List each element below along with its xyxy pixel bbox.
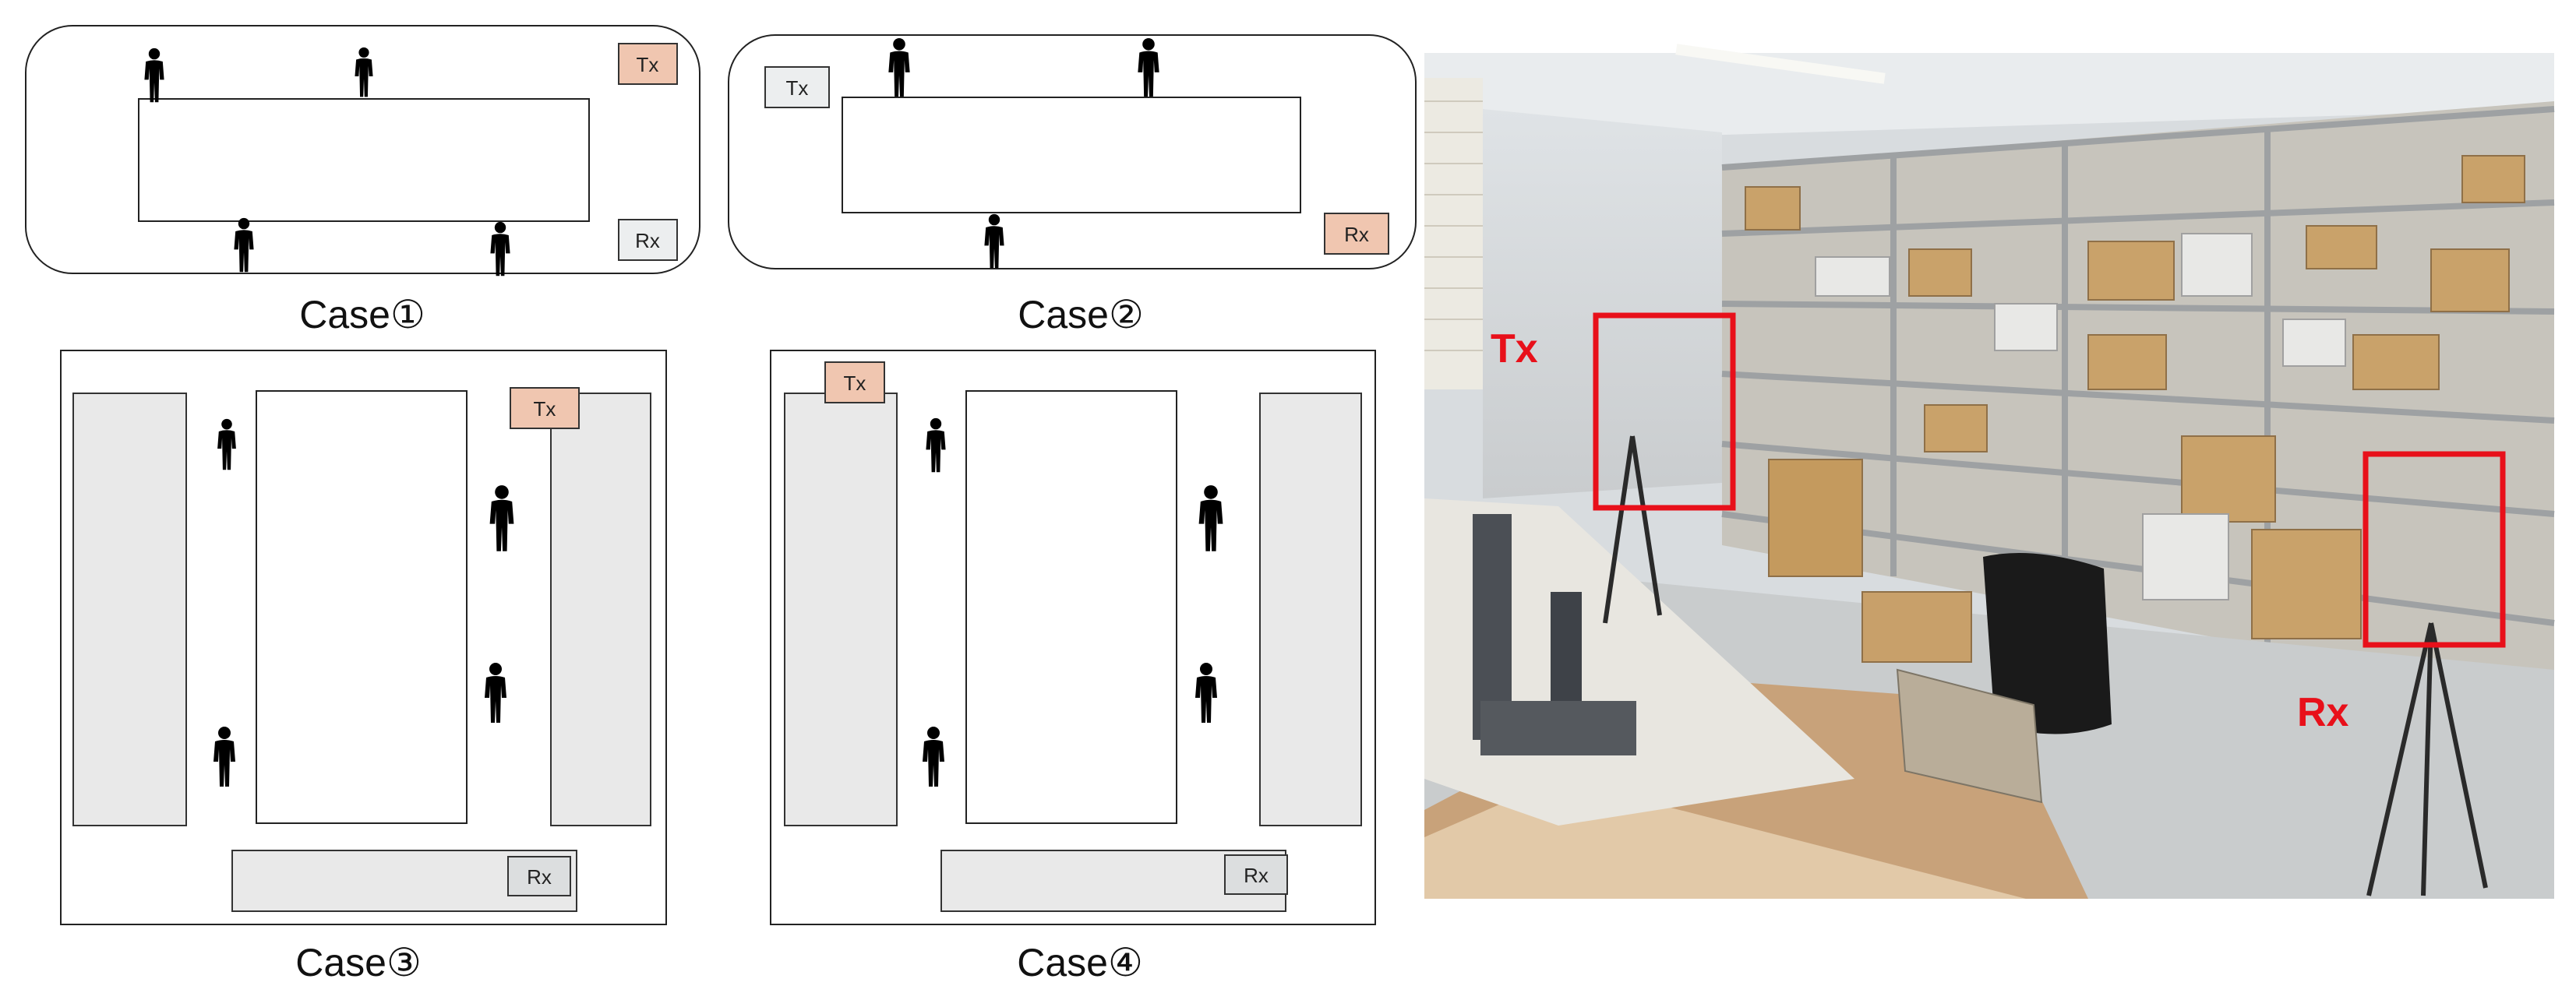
- right-shelf: [550, 393, 651, 826]
- person-icon: [355, 47, 373, 97]
- rx-highlight-box: [2363, 451, 2506, 648]
- person-icon: [1195, 663, 1217, 723]
- rx-box: [1324, 213, 1389, 255]
- person-icon: [926, 417, 946, 473]
- right-shelf: [1259, 393, 1362, 826]
- room-outline: [770, 350, 1376, 925]
- person-icon: [489, 485, 514, 551]
- person-icon: [923, 727, 944, 787]
- person-icon: [217, 418, 236, 470]
- person-icon: [888, 37, 910, 97]
- tx-box: [510, 387, 580, 429]
- person-icon: [984, 213, 1004, 269]
- person-icon: [213, 727, 235, 787]
- person-icon: [485, 663, 506, 723]
- tx-label: Tx: [786, 76, 809, 100]
- lab-photo: Tx Rx: [1424, 44, 2555, 899]
- person-icon: [144, 48, 164, 103]
- rx-label: Rx: [1344, 223, 1369, 246]
- central-table: [965, 390, 1177, 824]
- rx-box: [507, 856, 571, 896]
- person-icon: [1138, 37, 1159, 97]
- left-shelf: [784, 393, 898, 826]
- rx-box: [618, 219, 678, 261]
- case-caption: Case②: [1018, 293, 1144, 336]
- tx-box: [618, 43, 678, 85]
- rx-label: Rx: [527, 865, 552, 889]
- rx-label: Rx: [635, 229, 660, 252]
- person-icon: [234, 217, 254, 273]
- case-caption: Case③: [295, 941, 422, 984]
- case-caption: Case①: [299, 293, 425, 336]
- central-table: [256, 390, 468, 824]
- case-2-diagram: Tx Rx Case②: [728, 34, 1417, 336]
- case-caption: Case④: [1017, 941, 1143, 984]
- left-shelf: [72, 393, 187, 826]
- person-icon: [1198, 485, 1223, 551]
- room-outline: [728, 34, 1417, 269]
- rx-box: [1224, 854, 1288, 895]
- central-table: [842, 97, 1301, 213]
- tx-highlight-box: [1593, 312, 1736, 511]
- room-outline: [60, 350, 667, 925]
- tx-label: Tx: [844, 371, 866, 395]
- case-1-diagram: Tx Rx Case①: [25, 25, 700, 336]
- central-table: [138, 98, 590, 222]
- tx-box: [764, 66, 830, 108]
- photo-tx-label: Tx: [1491, 326, 1538, 371]
- tx-label: Tx: [637, 53, 659, 76]
- case-3-diagram: Tx Rx Case③: [60, 350, 667, 984]
- tx-box: [824, 361, 885, 403]
- case-4-diagram: Tx Rx Case④: [770, 350, 1376, 984]
- rx-label: Rx: [1244, 864, 1269, 887]
- person-icon: [490, 221, 510, 276]
- room-outline: [25, 25, 700, 274]
- tx-label: Tx: [534, 397, 556, 421]
- photo-rx-label: Rx: [2297, 690, 2349, 735]
